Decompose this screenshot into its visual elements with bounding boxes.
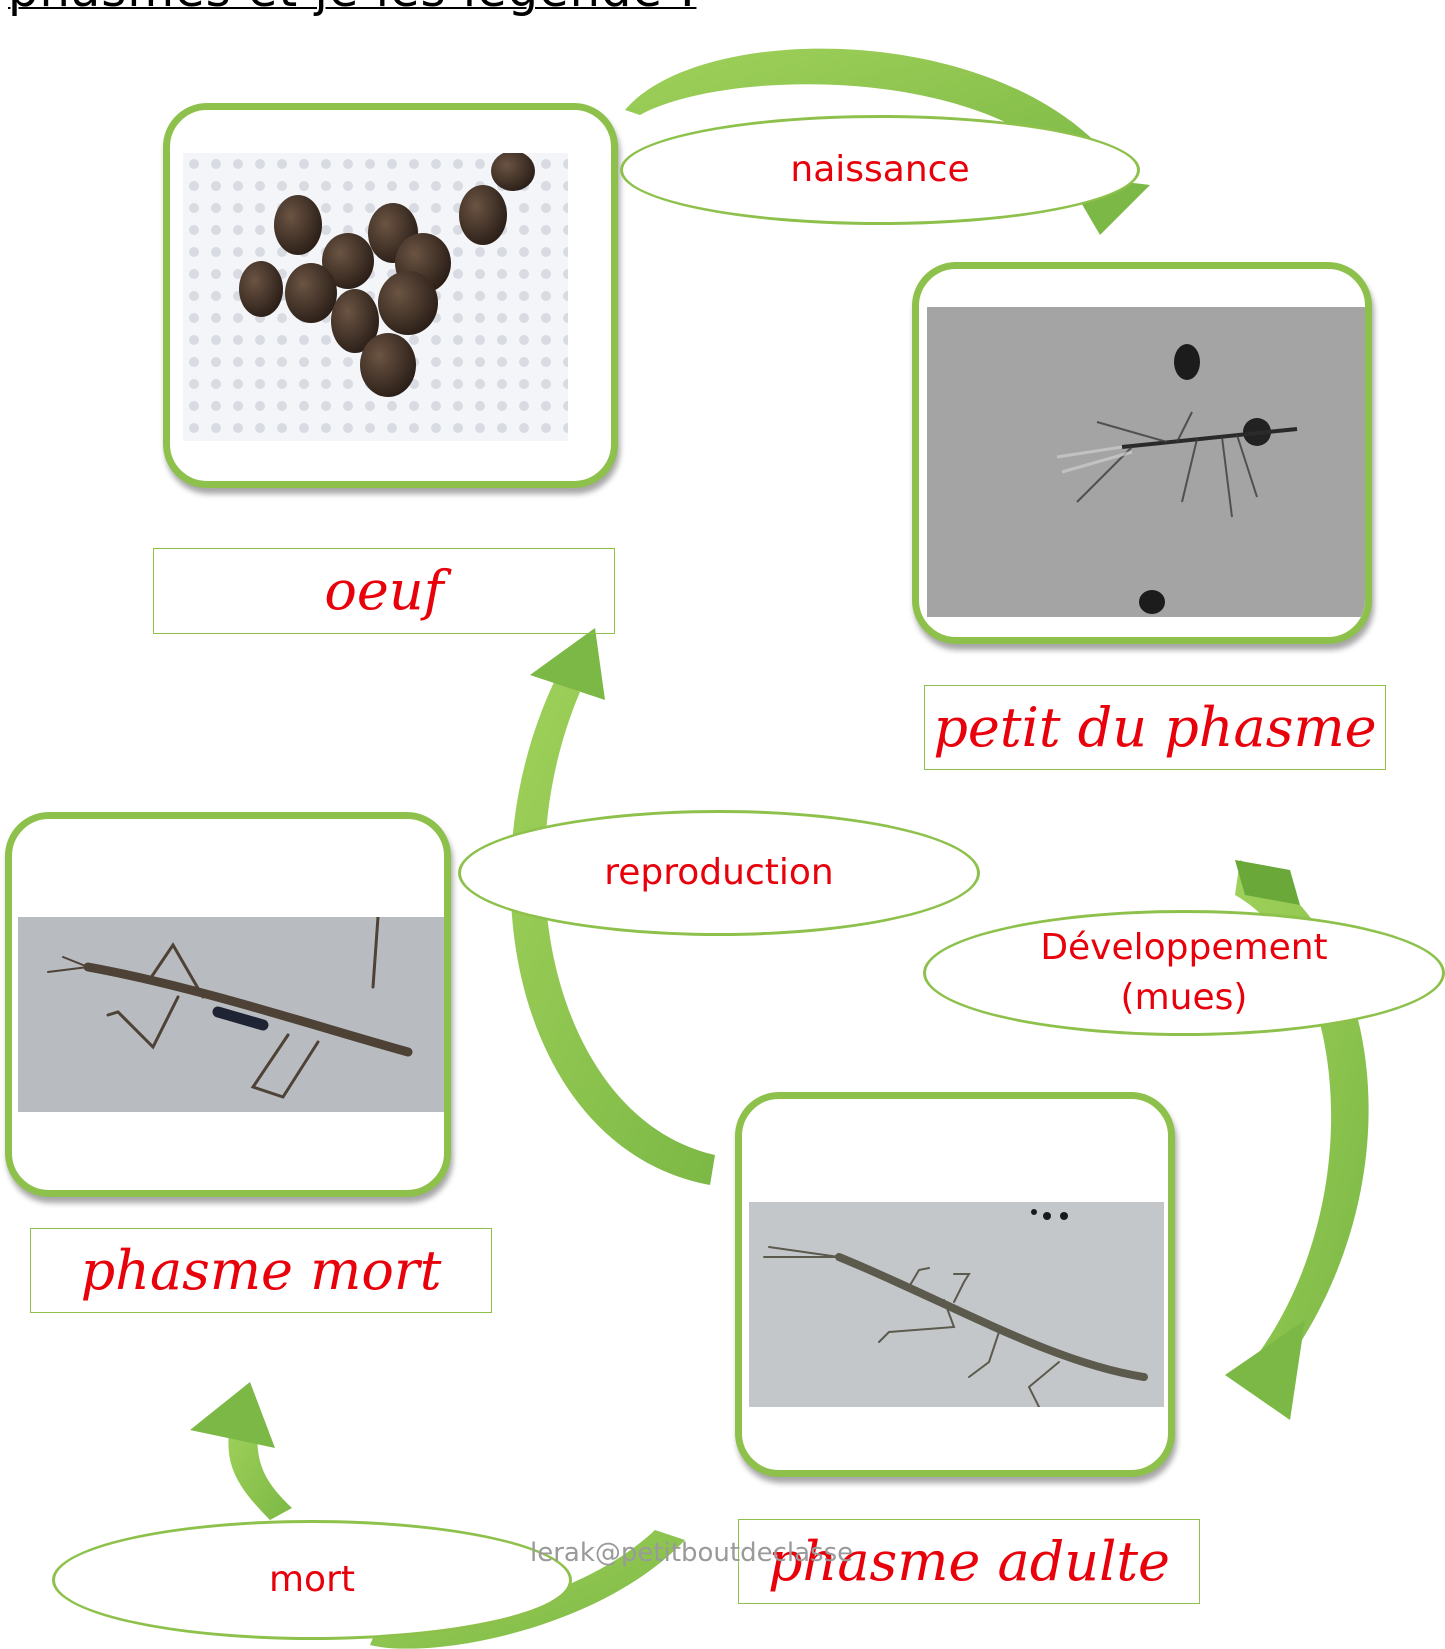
bubble-development: Développement (mues) — [923, 910, 1445, 1036]
birth-label: naissance — [790, 145, 969, 195]
bubble-birth: naissance — [620, 115, 1140, 225]
egg-label-box: oeuf — [153, 548, 615, 634]
reproduction-label: reproduction — [604, 848, 833, 898]
adult-card — [735, 1092, 1175, 1477]
development-label-line2: (mues) — [1121, 973, 1248, 1023]
bubble-reproduction: reproduction — [458, 810, 980, 936]
nymph-card — [912, 262, 1372, 644]
egg-label: oeuf — [324, 564, 443, 618]
egg-card — [163, 103, 618, 488]
dead-card — [5, 812, 451, 1197]
watermark: lerak@petitboutdeclasse — [530, 1538, 853, 1568]
dead-label: phasme mort — [81, 1244, 442, 1298]
adult-photo — [749, 1202, 1164, 1407]
nymph-label-box: petit du phasme — [924, 685, 1386, 770]
development-label-line1: Développement — [1040, 923, 1327, 973]
egg-photo — [183, 153, 568, 441]
nymph-photo — [927, 307, 1367, 617]
nymph-label: petit du phasme — [933, 701, 1376, 755]
bubble-death: mort — [52, 1520, 572, 1640]
death-label: mort — [269, 1555, 355, 1605]
dead-photo — [18, 917, 448, 1112]
dead-label-box: phasme mort — [30, 1228, 492, 1313]
